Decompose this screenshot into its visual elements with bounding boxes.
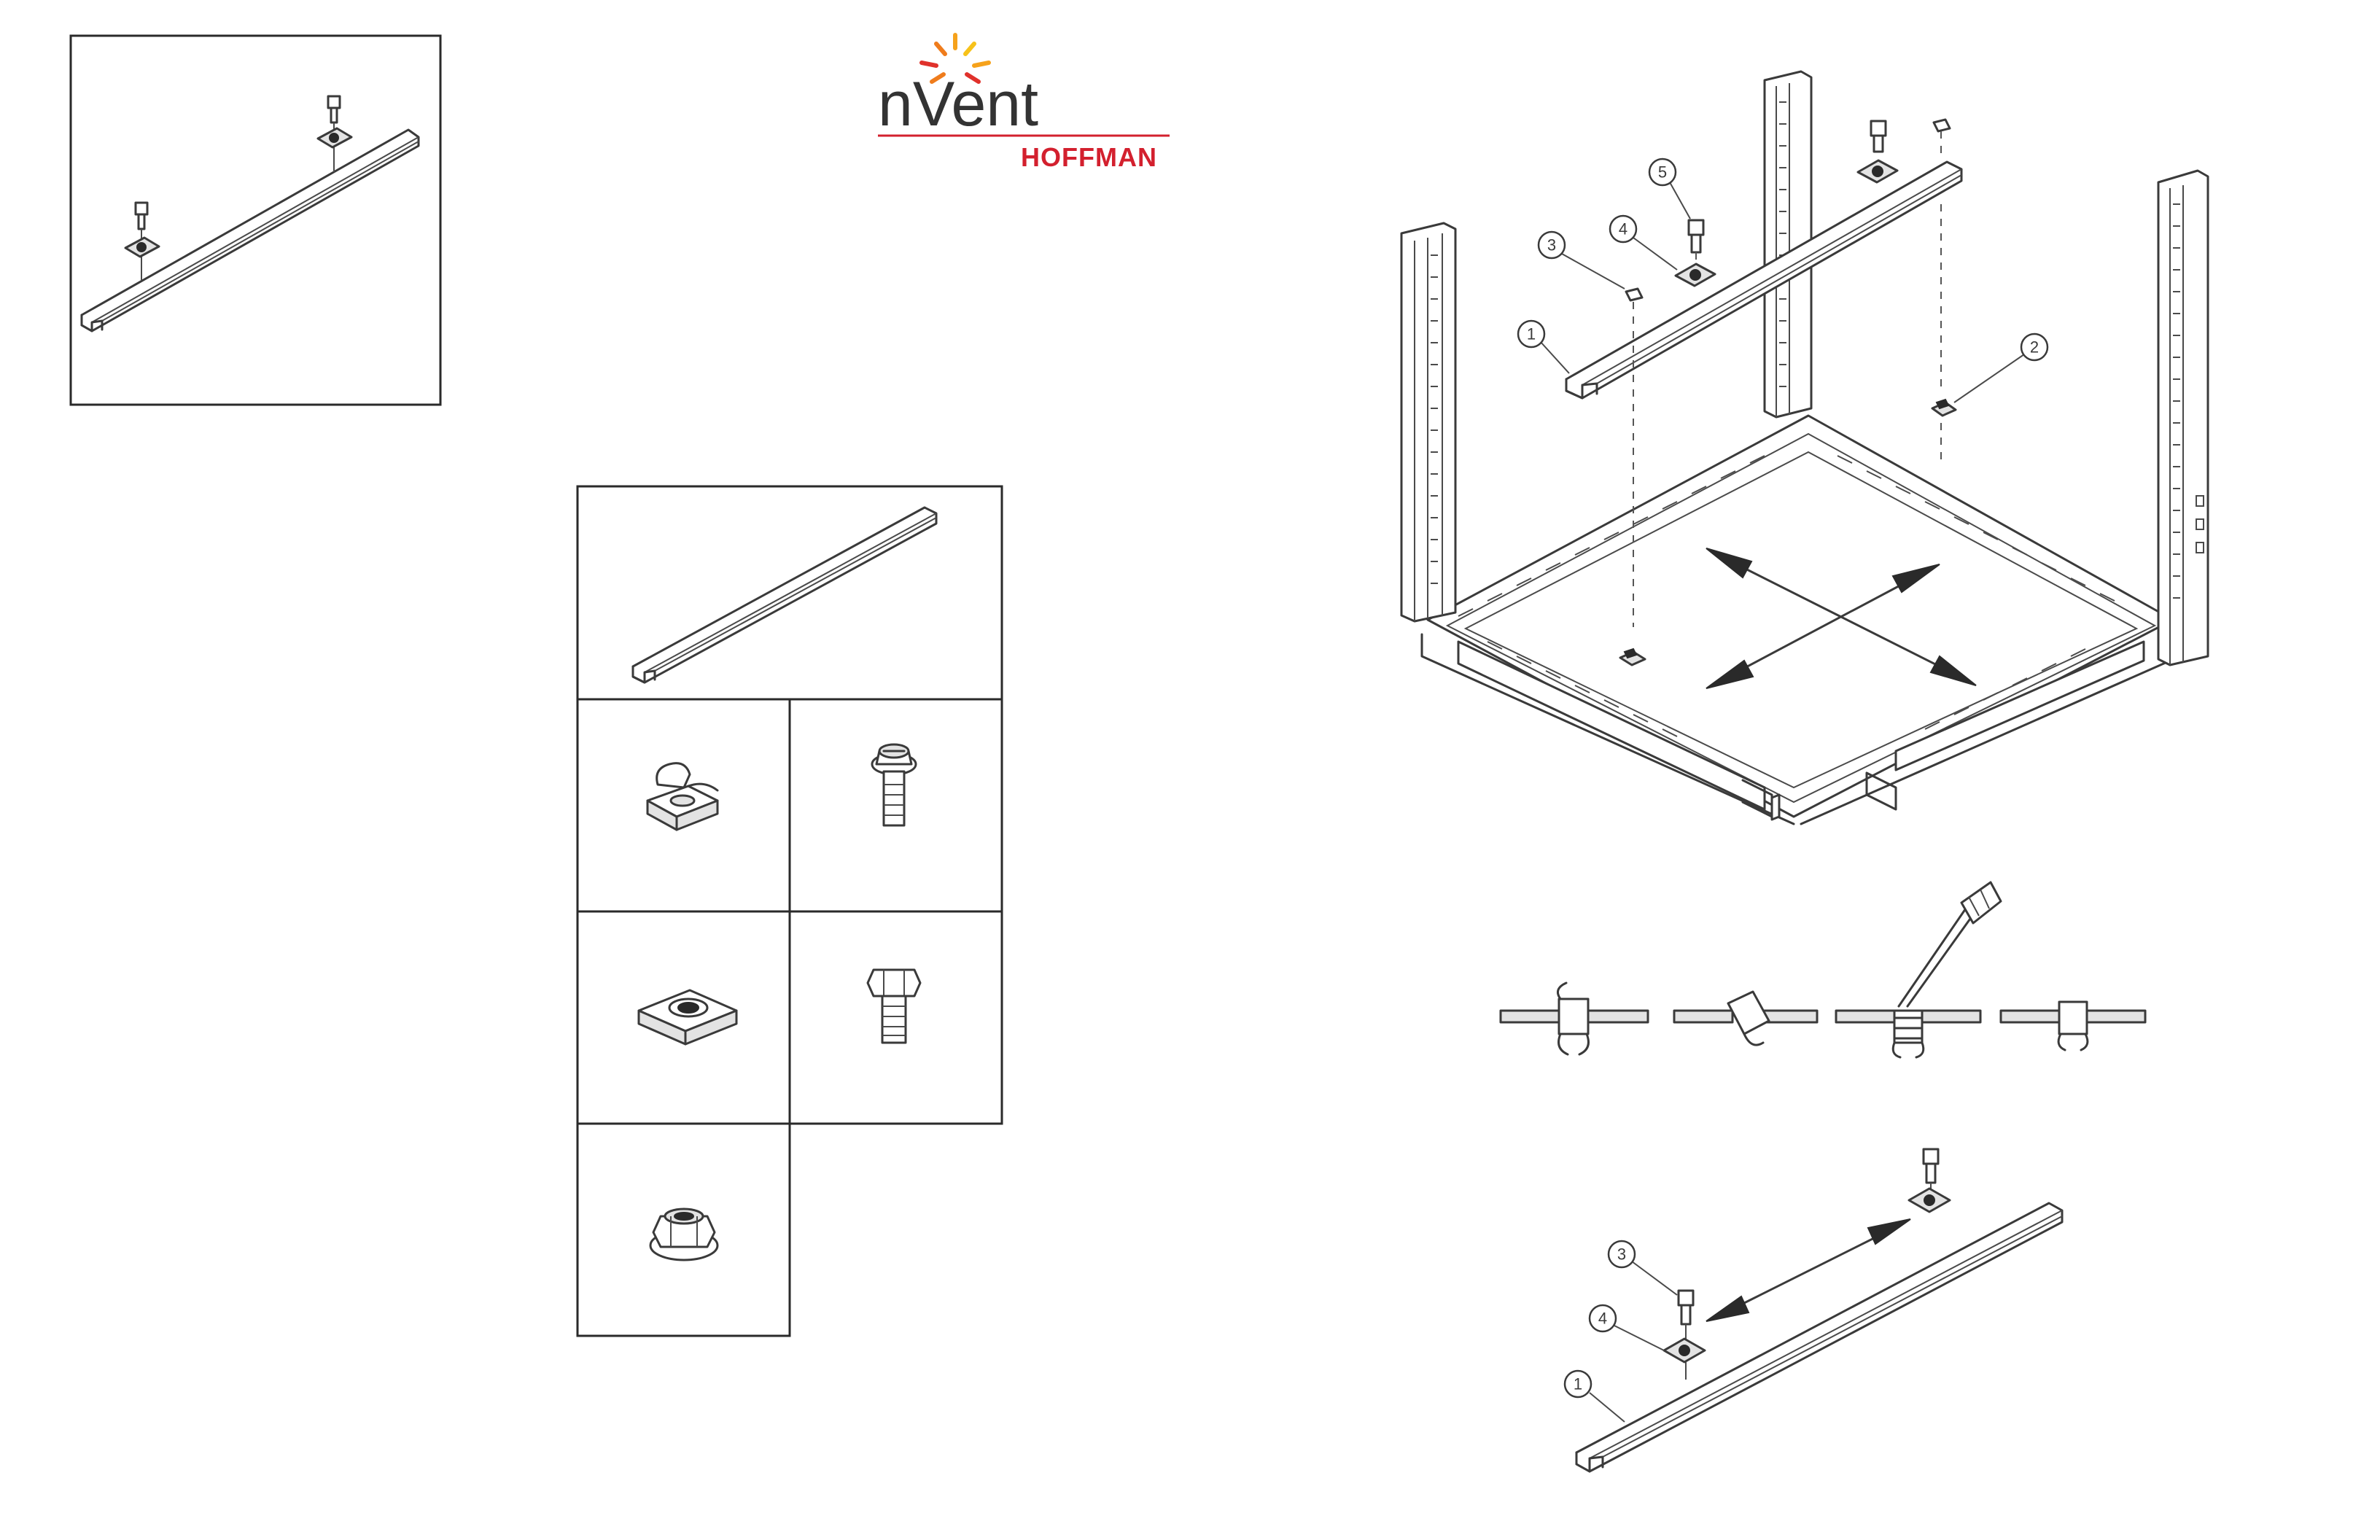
channel-nut-icon bbox=[639, 990, 736, 1044]
logo-subbrand: HOFFMAN bbox=[1021, 142, 1157, 172]
channel-nut-icon bbox=[125, 238, 159, 257]
callout-label: 2 bbox=[2030, 338, 2039, 357]
parts-kit-grid bbox=[578, 486, 1002, 1336]
callout-label: 1 bbox=[1574, 1375, 1582, 1393]
hex-washer-screw-icon bbox=[872, 744, 916, 825]
cage-nut-icon bbox=[1932, 400, 1956, 416]
detail-box-rail-with-bolts bbox=[71, 36, 440, 405]
cage-nut-installation-steps bbox=[1501, 882, 2145, 1057]
rack-frame-assembly: 1 3 4 5 2 bbox=[1401, 71, 2208, 824]
callout-4: 4 bbox=[1590, 1305, 1664, 1350]
step-1 bbox=[1501, 983, 1648, 1054]
callout-label: 4 bbox=[1598, 1310, 1607, 1328]
callout-1: 1 bbox=[1565, 1371, 1625, 1422]
callout-3: 3 bbox=[1539, 232, 1625, 289]
step-4 bbox=[2001, 1002, 2145, 1050]
callout-5: 5 bbox=[1649, 159, 1690, 219]
vertical-rail-post bbox=[1401, 223, 1455, 621]
channel-nut-icon bbox=[1909, 1189, 1950, 1212]
channel-rail-icon bbox=[82, 130, 419, 331]
callout-label: 3 bbox=[1547, 236, 1556, 254]
vertical-rail-post bbox=[2158, 171, 2208, 665]
hex-bolt-icon bbox=[1871, 121, 1886, 152]
callout-label: 5 bbox=[1658, 163, 1667, 182]
hex-bolt-icon bbox=[1679, 1291, 1693, 1380]
adjustment-arrow bbox=[1706, 548, 1976, 688]
callout-label: 4 bbox=[1619, 220, 1628, 238]
channel-rail-icon bbox=[633, 508, 936, 682]
channel-nut-icon bbox=[318, 128, 351, 147]
callout-label: 3 bbox=[1617, 1245, 1626, 1264]
logo-wordmark: nVent bbox=[878, 69, 1038, 139]
callout-3: 3 bbox=[1609, 1241, 1677, 1295]
step-2 bbox=[1674, 992, 1817, 1045]
channel-nut-icon bbox=[1664, 1339, 1705, 1362]
callout-label: 1 bbox=[1527, 325, 1536, 343]
channel-rail-icon bbox=[1576, 1203, 2062, 1471]
cage-nut-icon bbox=[1620, 649, 1645, 665]
channel-nut-icon bbox=[1858, 160, 1897, 182]
channel-nut-icon bbox=[1676, 264, 1715, 286]
step-3 bbox=[1836, 882, 2001, 1057]
flange-nut-icon bbox=[650, 1209, 718, 1260]
rail-hardware-detail: 3 4 1 bbox=[1565, 1149, 2062, 1471]
hex-washer-screw-icon bbox=[1934, 120, 1950, 153]
hex-bolt-icon bbox=[868, 970, 920, 1043]
cage-nut-icon bbox=[648, 763, 718, 830]
callout-2: 2 bbox=[1954, 334, 2048, 402]
callout-4: 4 bbox=[1610, 216, 1677, 270]
callout-1: 1 bbox=[1518, 321, 1569, 373]
